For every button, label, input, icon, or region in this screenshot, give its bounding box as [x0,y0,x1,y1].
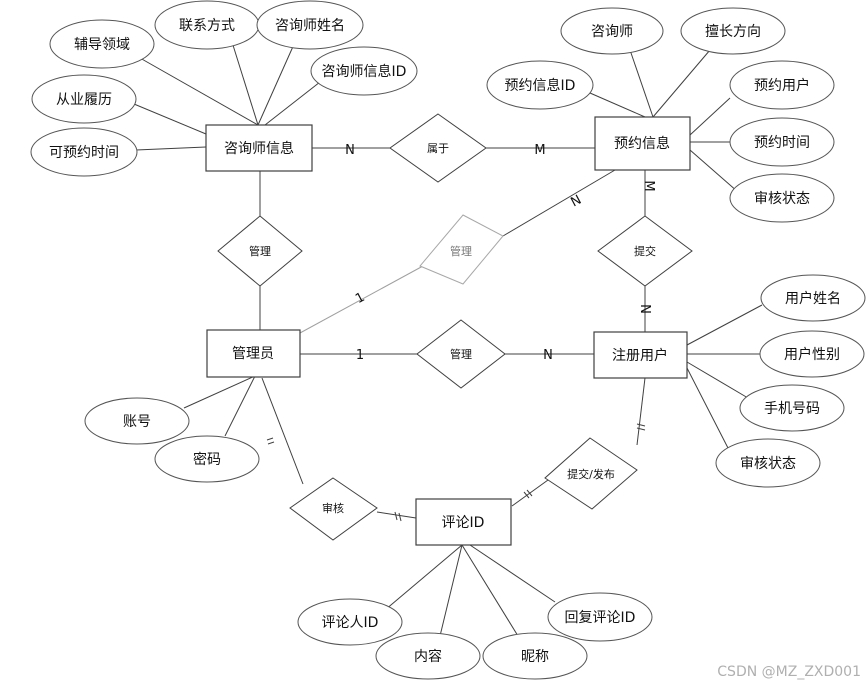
svg-text:辅导领域: 辅导领域 [74,37,130,53]
card-submit-appt: M [641,180,656,191]
svg-text:提交/发布: 提交/发布 [567,467,615,481]
relationship-submit-publish[interactable]: 提交/发布 [544,437,638,510]
svg-text:预约时间: 预约时间 [754,135,810,151]
svg-text:咨询师信息: 咨询师信息 [224,140,294,157]
attr-appointment-info-id[interactable]: 预约信息ID [486,60,594,110]
attr-appointment-review-status[interactable]: 审核状态 [729,173,835,223]
card-belongs-right: M [534,143,545,158]
svg-text:昵称: 昵称 [521,649,549,665]
svg-text:评论人ID: 评论人ID [322,615,379,631]
attr-counseling-field[interactable]: 辅导领域 [49,19,155,69]
attr-phone-number[interactable]: 手机号码 [739,384,845,432]
attr-appointment-time[interactable]: 预约时间 [729,117,835,167]
entity-counselor-info[interactable]: 咨询师信息 [205,124,313,172]
attr-user-gender[interactable]: 用户性别 [759,330,865,378]
entity-comment-id[interactable]: 评论ID [415,498,512,546]
svg-text:属于: 属于 [427,142,449,155]
attr-counselor[interactable]: 咨询师 [560,7,664,55]
card-manage-user-admin: 1 [356,348,364,363]
attr-password[interactable]: 密码 [154,435,260,483]
svg-text:注册用户: 注册用户 [612,347,668,364]
svg-text:联系方式: 联系方式 [179,18,235,34]
svg-text:擅长方向: 擅长方向 [705,23,761,40]
svg-text:评论ID: 评论ID [442,515,485,531]
card-admin-appt-admin: 1 [353,290,367,307]
relationship-manage-appointment[interactable]: 管理 [419,214,504,285]
connector-lines [133,41,763,637]
attr-available-time[interactable]: 可预约时间 [30,127,138,177]
svg-text:管理: 管理 [450,347,472,361]
attr-counselor-info-id[interactable]: 咨询师信息ID [310,46,418,96]
attr-counselor-name[interactable]: 咨询师姓名 [256,0,364,50]
entity-registered-user[interactable]: 注册用户 [593,331,688,379]
attr-commenter-id[interactable]: 评论人ID [297,598,403,646]
attr-reply-comment-id[interactable]: 回复评论ID [547,592,653,642]
svg-text:审核: 审核 [322,501,344,515]
card-manage-user-user: N [543,348,553,363]
attr-content[interactable]: 内容 [375,632,481,680]
svg-text:手机号码: 手机号码 [764,401,820,417]
relationship-belongs[interactable]: 属于 [389,113,487,183]
card-submit-user: N [637,304,652,314]
svg-text:咨询师信息ID: 咨询师信息ID [322,63,407,80]
svg-text:预约用户: 预约用户 [754,77,810,94]
svg-text:审核状态: 审核状态 [754,191,810,207]
attr-specialty[interactable]: 擅长方向 [680,7,786,55]
svg-text:用户性别: 用户性别 [784,346,840,363]
svg-text:管理员: 管理员 [232,346,274,362]
svg-text:提交: 提交 [634,244,656,258]
svg-text:账号: 账号 [123,414,151,430]
relationship-submit-appointment[interactable]: 提交 [597,215,693,287]
attr-appointment-user[interactable]: 预约用户 [729,60,835,110]
svg-text:内容: 内容 [414,648,442,665]
watermark: CSDN @MZ_ZXD001 [717,664,861,680]
attr-account[interactable]: 账号 [84,397,190,445]
svg-text:密码: 密码 [193,451,221,468]
entity-admin[interactable]: 管理员 [206,329,301,378]
entity-appointment-info[interactable]: 预约信息 [594,116,691,171]
svg-text:咨询师: 咨询师 [591,24,633,40]
svg-text:管理: 管理 [450,244,472,258]
relationship-review[interactable]: 审核 [289,477,378,541]
relationship-manage-counselor[interactable]: 管理 [217,215,303,287]
attr-work-history[interactable]: 从业履历 [31,74,137,124]
svg-text:预约信息ID: 预约信息ID [505,77,576,94]
svg-text:可预约时间: 可预约时间 [49,145,119,161]
attr-contact-info[interactable]: 联系方式 [154,0,260,50]
card-admin-appt-appt: N [568,193,584,211]
attr-user-review-status[interactable]: 审核状态 [715,438,821,488]
attr-nickname[interactable]: 昵称 [482,632,588,680]
svg-text:从业履历: 从业履历 [56,92,112,108]
relationship-manage-user[interactable]: 管理 [416,319,506,389]
card-belongs-left: N [345,143,355,158]
svg-text:用户姓名: 用户姓名 [785,290,841,307]
svg-text:管理: 管理 [249,244,271,258]
svg-text:回复评论ID: 回复评论ID [565,609,636,626]
svg-text:审核状态: 审核状态 [740,456,796,472]
attr-user-name[interactable]: 用户姓名 [760,274,866,322]
svg-text:预约信息: 预约信息 [614,135,670,152]
svg-text:咨询师姓名: 咨询师姓名 [275,18,345,34]
